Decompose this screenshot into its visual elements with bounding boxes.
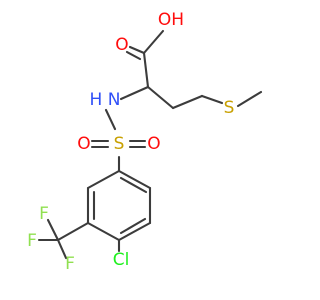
ring-bond-3-inner <box>119 217 147 235</box>
atom-sulfur-thioether: S <box>224 98 235 118</box>
bond-cf3-to-fluorine-bottom <box>56 238 68 260</box>
bond-cf3-to-fluorine-top <box>46 218 60 242</box>
atom-hydroxyl: OH <box>158 10 184 30</box>
atom-fluorine-bottom: F <box>65 254 75 274</box>
ring-bond-4 <box>86 221 121 242</box>
ring-bond-1-inner <box>119 176 148 194</box>
ring-bond-6 <box>86 169 121 190</box>
chemical-structure-diagram: O OH H N S S O O F F F Cl <box>27 10 263 274</box>
bond-cooh-carbon-to-carbonyl-oxygen-a <box>128 45 146 55</box>
bond-thioether-sulfur-to-methyl <box>236 90 263 108</box>
atom-fluorine-left: F <box>27 231 37 251</box>
bond-cooh-carbon-to-carbonyl-oxygen-b <box>125 50 142 61</box>
ring-bond-3 <box>117 221 152 242</box>
atom-chlorine: Cl <box>113 250 130 270</box>
bond-ch2-to-ch2 <box>171 94 204 110</box>
bond-ch2-to-thioether-sulfur <box>200 94 224 105</box>
bond-alpha-carbon-to-ch2 <box>146 85 175 110</box>
atom-amine: H N <box>90 90 121 110</box>
atom-sulfur-sulfonyl: S <box>114 134 125 154</box>
atom-labels: O OH H N S S O O F F F Cl <box>27 10 234 274</box>
ring-bond-1 <box>117 169 152 190</box>
bond-nitrogen-to-sulfonyl-sulfur <box>104 108 117 131</box>
bonds <box>37 29 263 260</box>
atom-fluorine-top: F <box>39 204 49 224</box>
atom-oxygen-sulfonyl-right: O <box>147 134 160 154</box>
bond-alpha-carbon-to-nitrogen <box>119 85 150 101</box>
atom-oxygen-sulfonyl-left: O <box>77 134 90 154</box>
atom-oxygen-carbonyl: O <box>115 35 128 55</box>
bond-cooh-carbon-to-alpha-carbon <box>142 51 150 89</box>
bond-ring-to-cf3-carbon <box>56 221 90 242</box>
bond-cooh-carbon-to-hydroxyl <box>142 29 165 55</box>
